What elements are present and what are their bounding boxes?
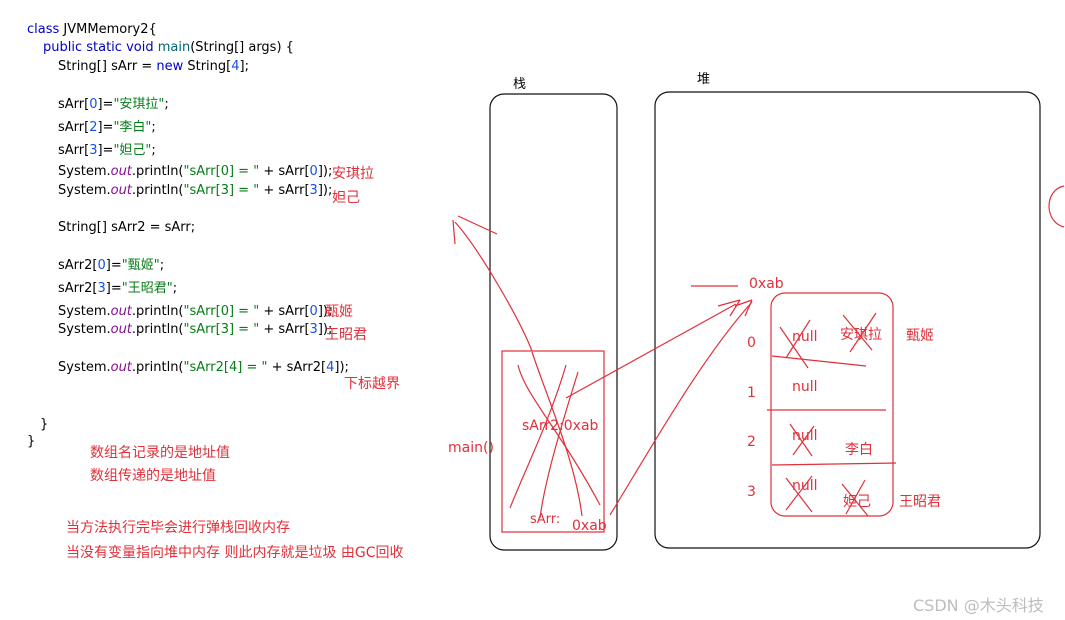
array-index: 2 — [747, 434, 756, 450]
cell-initial: null — [792, 379, 818, 395]
output-note: 安琪拉 — [332, 166, 374, 182]
code-main-line: public static void main(String[] args) { — [43, 38, 294, 58]
sArr-pointer — [609, 301, 753, 516]
stack-var-sArr2: sArr2:0xab — [522, 418, 599, 434]
strike-mark — [789, 423, 813, 457]
array-index: 3 — [747, 484, 756, 500]
code-text: (String[] args) { — [190, 40, 294, 55]
code-close-brace: } — [27, 434, 36, 449]
heap-array-box — [770, 292, 894, 517]
pop-arrow — [454, 221, 533, 352]
code-assign-line: sArr[3]="妲己"; — [58, 143, 156, 158]
frame-strike — [517, 364, 601, 506]
remark-note: 数组名记录的是地址值 — [90, 445, 230, 461]
code-keyword: new — [156, 59, 184, 74]
remark-note: 当方法执行完毕会进行弹栈回收内存 — [66, 520, 290, 536]
heap-address: 0xab — [749, 276, 784, 292]
stack-title: 栈 — [513, 77, 527, 92]
code-print-line: System.out.println("sArr[0] = " + sArr[0… — [58, 304, 333, 319]
output-note: 王昭君 — [325, 327, 367, 343]
code-class-line: class JVMMemory2{ — [27, 20, 157, 40]
cell-initial: null — [792, 329, 818, 345]
strike-mark — [779, 326, 809, 369]
remark-note: 数组传递的是地址值 — [90, 468, 216, 484]
output-note: 下标越界 — [344, 376, 400, 392]
cell-value: 妲己 — [843, 494, 871, 510]
code-assign-line: sArr2[3]="王昭君"; — [58, 281, 178, 296]
cell-initial: null — [792, 478, 818, 494]
code-assign-line: sArr[2]="李白"; — [58, 120, 156, 135]
output-note: 妲己 — [332, 190, 360, 206]
code-number: 4 — [231, 59, 240, 74]
pop-arrow-head — [457, 215, 498, 235]
cell-later: 甄姬 — [906, 328, 934, 344]
code-text: String[ — [183, 59, 232, 74]
code-keyword: class — [27, 22, 60, 37]
stack-var-sArr: sArr: — [530, 512, 561, 527]
edge-arc — [1048, 185, 1065, 228]
code-print-line: System.out.println("sArr[3] = " + sArr[3… — [58, 183, 333, 198]
strike-mark — [785, 475, 813, 511]
code-print-line: System.out.println("sArr[0] = " + sArr[0… — [58, 164, 333, 179]
code-copy-line: String[] sArr2 = sArr; — [58, 220, 196, 235]
code-close-brace: } — [40, 417, 49, 432]
code-keyword: public static void — [43, 40, 158, 55]
strike-mark — [845, 479, 866, 515]
main-frame-label: main() — [448, 440, 494, 456]
code-method: main — [157, 40, 191, 55]
pop-arrow-head — [452, 219, 456, 245]
heap-title: 堆 — [697, 72, 711, 87]
strike-mark — [792, 425, 815, 456]
strike-mark — [841, 483, 869, 517]
array-index: 1 — [747, 385, 756, 401]
stack-box — [489, 93, 618, 551]
frame-strike — [539, 371, 579, 519]
code-listing: class JVMMemory2{ public static void mai… — [27, 20, 349, 460]
code-assign-line: sArr[0]="安琪拉"; — [58, 97, 169, 112]
code-assign-line: sArr2[0]="甄姬"; — [58, 258, 165, 273]
strike-mark — [842, 314, 873, 351]
strike-mark — [849, 312, 877, 353]
code-text: ]; — [239, 59, 249, 74]
output-note: 甄姬 — [325, 304, 353, 320]
remark-note: 当没有变量指向堆中内存 则此内存就是垃圾 由GC回收 — [66, 545, 404, 561]
cell-divider — [771, 462, 897, 466]
code-new-line: String[] sArr = new String[4]; — [58, 57, 249, 77]
watermark: CSDN @木头科技 — [913, 596, 1044, 615]
cell-value: 安琪拉 — [840, 327, 882, 343]
array-index: 0 — [747, 335, 756, 351]
cell-value: 李白 — [845, 442, 873, 458]
code-print-line: System.out.println("sArr[3] = " + sArr[3… — [58, 322, 333, 337]
sArr2-pointer-head — [717, 299, 741, 317]
strike-mark — [785, 319, 811, 359]
strike-mark — [785, 477, 813, 513]
cell-later: 王昭君 — [899, 494, 941, 510]
sArr2-pointer — [565, 303, 737, 399]
code-text: JVMMemory2{ — [59, 22, 157, 37]
code-text: String[] sArr = — [58, 59, 157, 74]
main-frame-box — [501, 350, 605, 533]
cell-initial: null — [792, 428, 818, 444]
cell-divider — [771, 355, 867, 367]
stack-var-sArr-address: 0xab — [572, 518, 607, 534]
code-print-line: System.out.println("sArr2[4] = " + sArr2… — [58, 360, 349, 375]
sArr-pointer-head — [734, 299, 753, 317]
frame-strike — [509, 364, 567, 509]
heap-box — [654, 91, 1041, 549]
